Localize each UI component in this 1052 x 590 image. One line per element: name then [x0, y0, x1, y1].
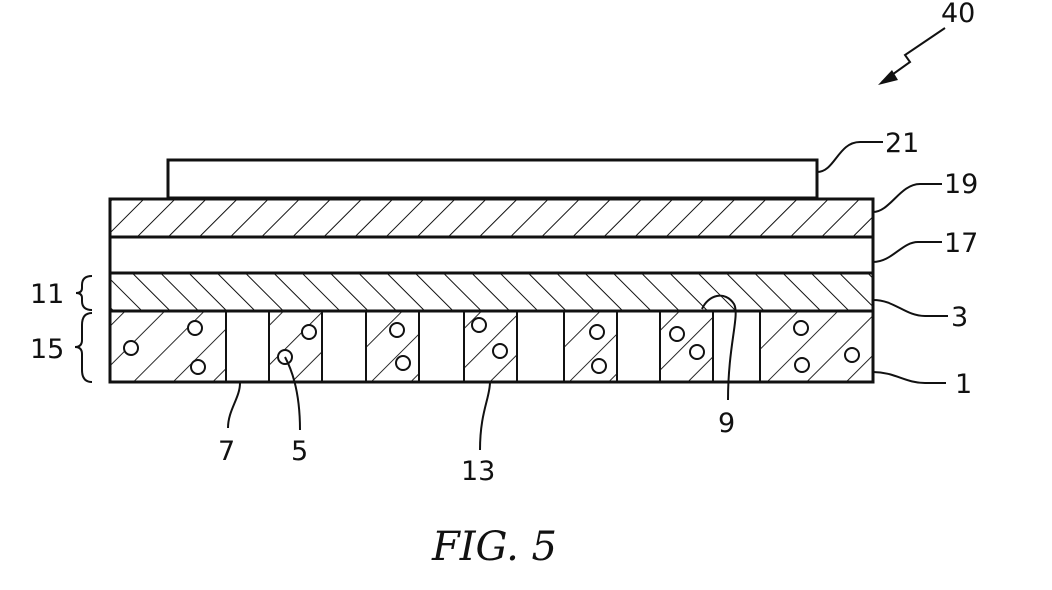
block [760, 311, 873, 382]
layer-1 [110, 311, 873, 382]
leader-13 [480, 382, 490, 450]
block [660, 311, 713, 382]
label-1: 1 [955, 369, 972, 400]
leader-21 [817, 142, 883, 172]
label-device: 40 [941, 0, 975, 29]
leader-1 [873, 372, 946, 383]
label-7: 7 [218, 436, 235, 467]
label-3: 3 [951, 302, 968, 333]
label-11: 11 [30, 279, 64, 310]
block [366, 311, 419, 382]
bracket-15 [75, 313, 92, 382]
label-17: 17 [944, 228, 978, 259]
label-19: 19 [944, 169, 978, 200]
layer-17 [110, 237, 873, 273]
leader-3 [873, 300, 948, 316]
label-21: 21 [885, 128, 919, 159]
label-5: 5 [291, 436, 308, 467]
bracket-11 [76, 276, 92, 310]
layer-19 [110, 199, 873, 237]
leader-19 [873, 184, 942, 212]
label-13: 13 [461, 456, 495, 487]
block [269, 311, 322, 382]
layer-21 [168, 160, 817, 198]
leader-17 [873, 242, 942, 262]
label-15: 15 [30, 334, 64, 365]
layer-3 [110, 273, 873, 311]
block [564, 311, 617, 382]
figure-caption: FIG. 5 [431, 524, 557, 570]
label-9: 9 [718, 408, 735, 439]
device-arrow [878, 28, 945, 85]
leader-7 [228, 383, 240, 428]
